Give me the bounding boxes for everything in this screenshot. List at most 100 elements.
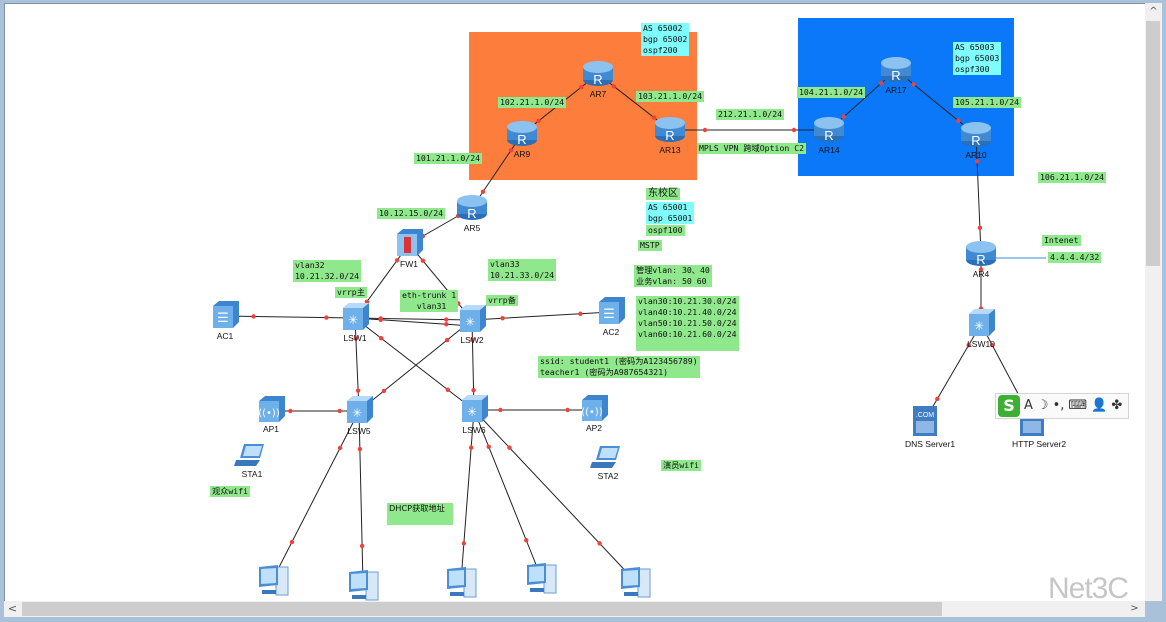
device-pc3[interactable] — [441, 565, 481, 599]
router-icon: R — [452, 192, 492, 222]
device-pc5[interactable] — [615, 565, 655, 599]
port-dot — [444, 317, 449, 322]
port-dot — [444, 322, 449, 327]
device-pc4[interactable] — [521, 561, 561, 595]
device-lsw1[interactable]: ✳LSW1 — [335, 302, 375, 343]
device-ap2[interactable]: ((•))AP2 — [574, 394, 614, 433]
device-label: AR14 — [818, 145, 840, 155]
svg-text:☰: ☰ — [217, 311, 229, 326]
device-lsw5[interactable]: ✳LSW5 — [339, 395, 379, 436]
device-lsw6[interactable]: ✳LSW6 — [454, 394, 494, 435]
port-dot — [508, 148, 514, 153]
port-dot — [359, 543, 365, 549]
device-label: LSW10 — [967, 339, 995, 349]
port-dot — [337, 408, 342, 414]
scroll-right-button[interactable]: > — [1130, 603, 1139, 614]
sogou-logo-icon[interactable]: S — [998, 395, 1020, 417]
svg-text:☰: ☰ — [603, 307, 615, 322]
dhcp-label: DHCP获取地址 — [387, 503, 453, 525]
vrrp-master-label: vrrp主 — [335, 287, 367, 298]
port-dot — [935, 396, 940, 402]
port-dot — [480, 189, 486, 194]
ime-toolbar[interactable]: S A ☽ •, ⌨ 👤 ✤ — [995, 393, 1129, 419]
device-ap1[interactable]: ((•))AP1 — [251, 395, 291, 434]
device-sta2[interactable]: STA2 — [588, 444, 628, 481]
vlan-subnets-label: vlan30:10.21.30.0/24 vlan40:10.21.40.0/2… — [636, 296, 739, 351]
ap-icon: ((•)) — [574, 394, 614, 422]
port-dot — [251, 314, 256, 319]
mstp-label: MSTP — [638, 240, 662, 251]
device-label: LSW2 — [460, 335, 484, 345]
port-dot — [364, 299, 370, 304]
port-dot — [579, 85, 584, 90]
port-dot — [498, 407, 503, 413]
net-10-12-15-label: 10.12.15.0/24 — [377, 208, 446, 219]
punctuation-icon[interactable]: •, — [1052, 398, 1065, 413]
device-label: LSW6 — [462, 425, 486, 435]
moon-icon[interactable]: ☽ — [1036, 398, 1049, 413]
device-label: AC1 — [216, 331, 234, 341]
port-dot — [974, 158, 980, 164]
ssid-label: ssid: student1 (密码为A123456789) teacher1 … — [538, 356, 700, 378]
device-label: AR10 — [965, 150, 987, 160]
ospf100-label: ospf100 — [646, 225, 685, 236]
port-dot — [420, 258, 426, 263]
device-fw1[interactable]: FW1 — [389, 228, 429, 269]
keyboard-icon[interactable]: ⌨ — [1068, 398, 1088, 413]
laptop-icon — [232, 442, 272, 468]
device-ac2[interactable]: ☰AC2 — [591, 296, 631, 337]
port-dot — [524, 538, 529, 543]
port-dot — [468, 445, 474, 450]
svg-text:✳: ✳ — [348, 313, 358, 327]
pc-icon — [441, 565, 481, 599]
link-ar17-ar10 — [895, 69, 977, 136]
device-ac1[interactable]: ☰ AC1 — [205, 300, 245, 341]
device-lsw2[interactable]: ✳LSW2 — [452, 304, 492, 345]
eth-trunk-label: eth-trunk 1 vlan31 — [400, 290, 459, 312]
scroll-left-button[interactable]: < — [7, 602, 18, 615]
font-icon[interactable]: A — [1024, 398, 1033, 413]
port-dot — [461, 541, 467, 546]
port-dot — [445, 387, 451, 392]
as65003-label: AS 65003 bgp 65003 ospf300 — [953, 42, 1002, 75]
device-sta1[interactable]: STA1 — [232, 442, 272, 479]
device-pc2[interactable] — [343, 568, 383, 602]
vertical-scroll-thumb[interactable] — [1146, 21, 1160, 266]
router-icon: R — [650, 114, 690, 144]
port-dot — [500, 316, 505, 321]
as65001-label: AS 65001 bgp 65001 — [646, 202, 695, 224]
port-dot — [536, 118, 541, 124]
links-layer — [224, 69, 1046, 585]
scroll-up-button[interactable]: ^ — [1149, 6, 1158, 17]
port-dot — [337, 445, 343, 451]
svg-text:R: R — [891, 68, 900, 83]
vrrp-backup-label: vrrp备 — [486, 295, 518, 306]
device-pc1[interactable] — [253, 563, 293, 597]
net-106-label: 106.21.1.0/24 — [1038, 172, 1107, 183]
link-lsw5-pc2 — [358, 410, 364, 585]
net-103-label: 103.21.1.0/24 — [636, 91, 705, 102]
apps-icon[interactable]: ✤ — [1111, 398, 1123, 413]
svg-text:R: R — [593, 72, 602, 87]
horizontal-scrollbar[interactable]: < > — [4, 601, 1145, 617]
svg-text:R: R — [665, 128, 674, 143]
svg-text:R: R — [467, 206, 476, 221]
user-icon[interactable]: 👤 — [1091, 398, 1108, 413]
svg-text:R: R — [976, 252, 985, 267]
device-lsw10[interactable]: ✳LSW10 — [961, 308, 1001, 349]
horizontal-scroll-thumb[interactable] — [22, 602, 942, 616]
topology-canvas[interactable]: AS 65002 bgp 65002 ospf200 AS 65003 bgp … — [4, 3, 1145, 602]
vertical-scrollbar[interactable]: ^ — [1145, 3, 1162, 601]
link-lsw1-lsw2 — [354, 317, 473, 321]
port-dot — [288, 408, 293, 414]
svg-text:R: R — [517, 132, 526, 147]
